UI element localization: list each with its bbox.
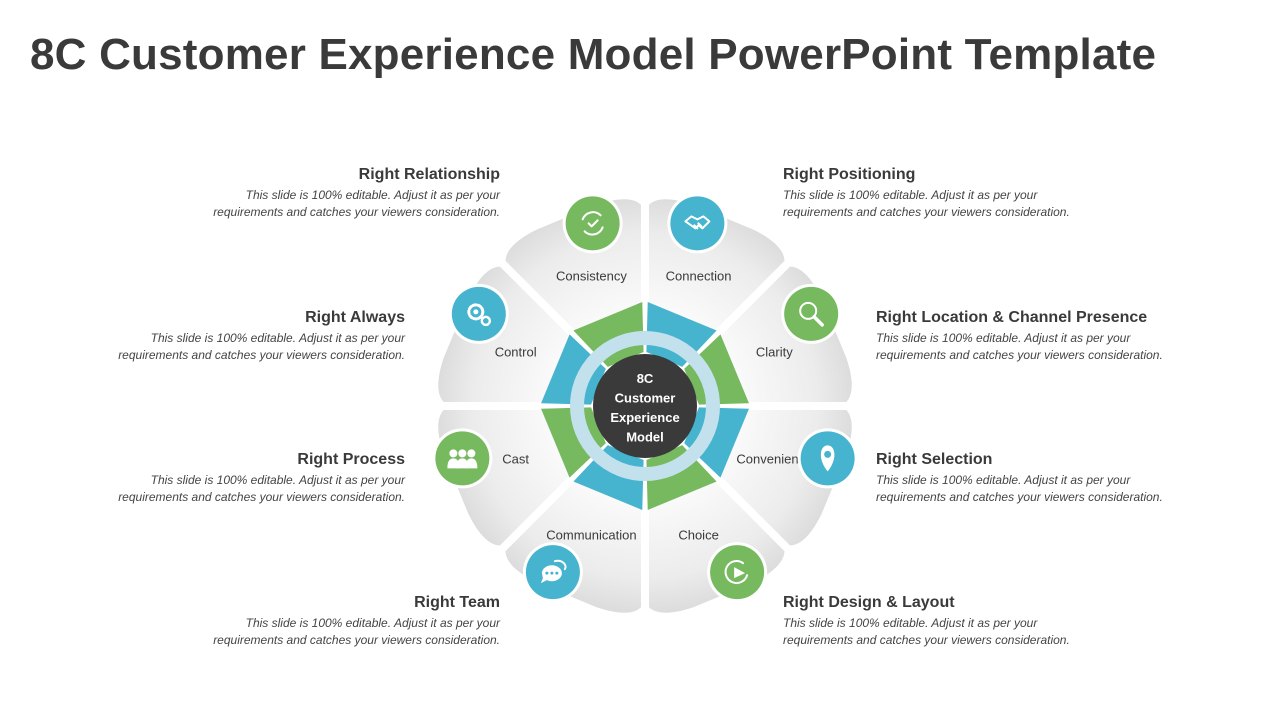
center-circle: [593, 354, 697, 458]
block-description: This slide is 100% editable. Adjust it a…: [783, 188, 1070, 219]
ring-block-green: [573, 302, 644, 367]
segment-icons: [432, 193, 858, 603]
magnifier-icon: [781, 283, 842, 344]
block-right-relationship: Right Relationship This slide is 100% ed…: [90, 165, 500, 221]
block-description: This slide is 100% editable. Adjust it a…: [118, 473, 405, 504]
ring-block-green: [684, 334, 749, 405]
center-label-line: Experience: [610, 410, 679, 425]
ring-block-blue: [573, 445, 644, 510]
block-description: This slide is 100% editable. Adjust it a…: [213, 188, 500, 219]
block-heading: Right Process: [297, 451, 405, 468]
block-description: This slide is 100% editable. Adjust it a…: [118, 331, 405, 362]
icon-badge: [565, 196, 620, 251]
ring-block-green: [541, 407, 606, 478]
segment-label-convenience: Convenience: [736, 452, 812, 467]
ring-block-blue: [646, 302, 717, 367]
location-pin-icon: [797, 428, 858, 489]
chat-bubbles-icon: [522, 542, 583, 603]
icon-badge: [451, 286, 506, 341]
block-right-team: Right Team This slide is 100% editable. …: [90, 593, 500, 649]
icon-badge: [784, 286, 839, 341]
block-heading: Right Location & Channel Presence: [876, 309, 1148, 326]
block-description: This slide is 100% editable. Adjust it a…: [213, 616, 500, 647]
block-description: This slide is 100% editable. Adjust it a…: [876, 473, 1163, 504]
center-label-line: 8C: [637, 371, 654, 386]
block-heading: Right Selection: [876, 451, 993, 468]
block-right-process: Right Process This slide is 100% editabl…: [0, 450, 405, 506]
segment-label-choice: Choice: [678, 527, 718, 542]
block-heading: Right Team: [414, 594, 500, 611]
block-heading: Right Design & Layout: [783, 594, 955, 611]
center-label-line: Customer: [615, 391, 676, 406]
team-icon: [432, 428, 493, 489]
segment-label-clarity: Clarity: [756, 344, 793, 359]
gears-icon: [448, 283, 509, 344]
ring-block-blue: [541, 334, 606, 405]
ring-block-blue: [684, 407, 749, 478]
segment-label-consistency: Consistency: [556, 269, 627, 284]
block-right-positioning: Right Positioning This slide is 100% edi…: [783, 165, 1193, 221]
block-description: This slide is 100% editable. Adjust it a…: [783, 616, 1070, 647]
segment-label-connection: Connection: [666, 269, 732, 284]
block-right-always: Right Always This slide is 100% editable…: [0, 308, 405, 364]
center-label-line: Model: [626, 430, 664, 445]
handshake-icon: [667, 193, 728, 254]
segment-label-communication: Communication: [546, 527, 636, 542]
ring-block-green: [646, 445, 717, 510]
block-right-design-layout: Right Design & Layout This slide is 100%…: [783, 593, 1193, 649]
block-description: This slide is 100% editable. Adjust it a…: [876, 331, 1163, 362]
halo-ring: [570, 331, 720, 481]
block-right-selection: Right Selection This slide is 100% edita…: [876, 450, 1280, 506]
block-right-location: Right Location & Channel Presence This s…: [876, 308, 1280, 364]
inner-ring: [541, 302, 749, 510]
page-title: 8C Customer Experience Model PowerPoint …: [30, 30, 1157, 79]
cursor-select-icon: [707, 542, 768, 603]
block-heading: Right Positioning: [783, 166, 916, 183]
segment-label-cast: Cast: [502, 452, 529, 467]
segment-label-control: Control: [495, 344, 537, 359]
block-heading: Right Relationship: [358, 166, 500, 183]
cycle-check-icon: [562, 193, 623, 254]
block-heading: Right Always: [305, 309, 405, 326]
